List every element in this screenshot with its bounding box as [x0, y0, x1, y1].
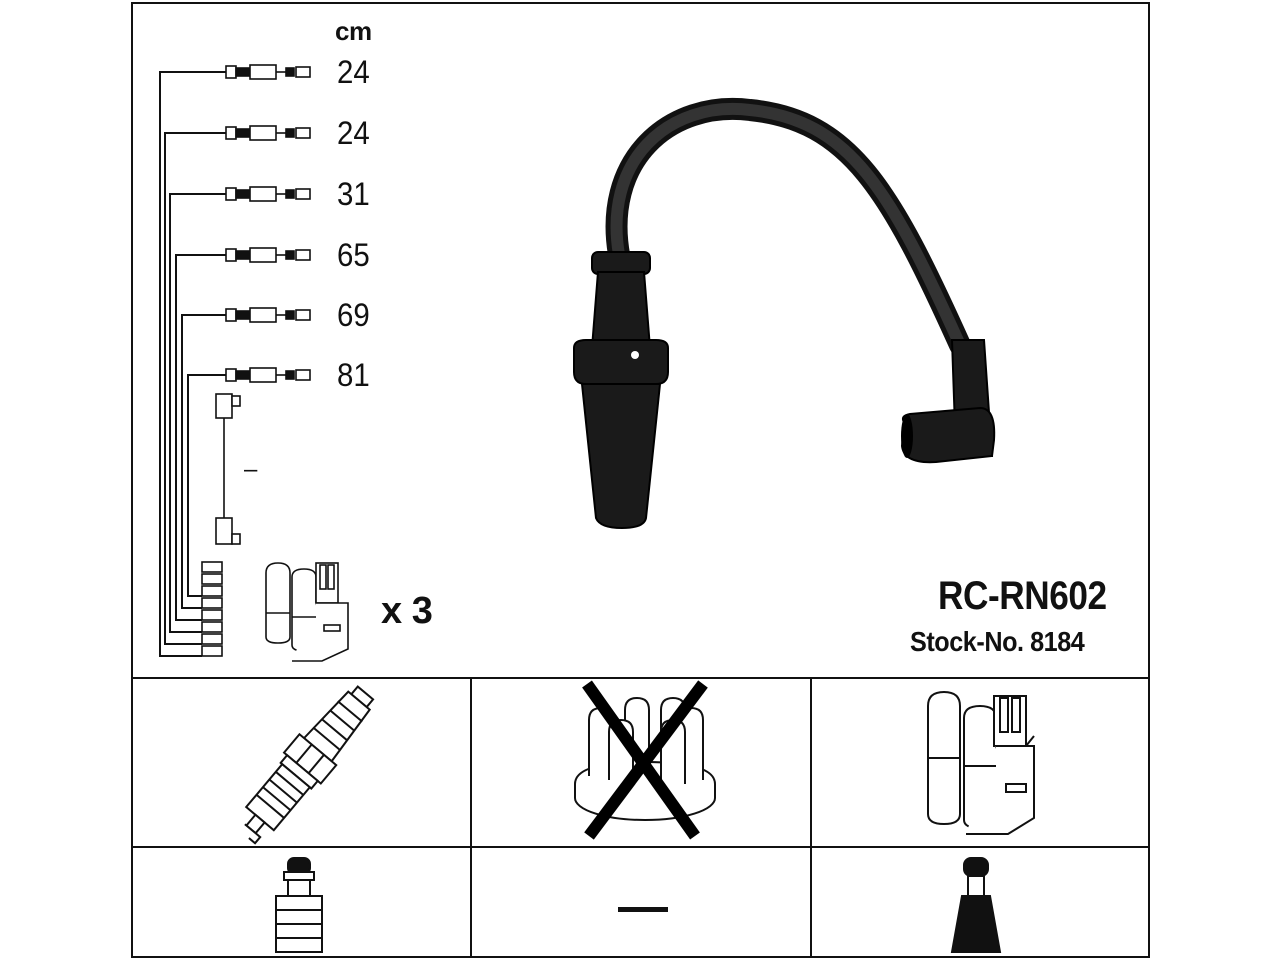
cross-out-mark: [582, 680, 708, 840]
divider-right: [810, 677, 812, 958]
product-code: RC-RN602: [938, 574, 1107, 618]
unit-label: cm: [335, 16, 372, 46]
length-label-4: 65: [337, 237, 370, 273]
length-label-5: 69: [337, 297, 370, 333]
length-label-2: 24: [337, 115, 370, 151]
coil-pack-icon: [927, 690, 1035, 835]
multiplier-label: x 3: [381, 590, 433, 632]
length-label-6: 81: [337, 357, 370, 393]
spark-plug-icon: [244, 685, 375, 845]
length-label-1: 24: [337, 54, 370, 90]
divider-left: [470, 677, 472, 958]
ignition-lead-illustration: [573, 97, 996, 530]
spark-plug-terminal-icon: [275, 857, 323, 953]
single-lead-value: –: [244, 456, 257, 483]
divider-top: [131, 677, 1150, 679]
bottom-middle-dash: [618, 907, 668, 912]
diagram-frame: [131, 2, 1150, 958]
coil-pack-small-icon: [265, 562, 349, 662]
stock-number: Stock-No. 8184: [910, 626, 1085, 657]
distributor-cap-icon: [574, 680, 716, 840]
coil-terminal-icon: [950, 857, 1002, 953]
wiring-schematic: [159, 64, 311, 657]
length-label-3: 31: [337, 176, 370, 212]
divider-middle: [131, 846, 1150, 848]
